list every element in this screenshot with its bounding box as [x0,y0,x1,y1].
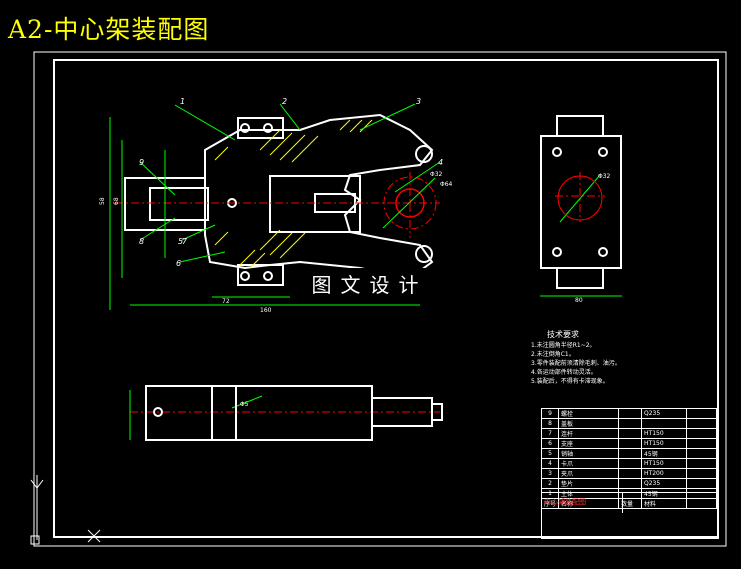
leader-label-1: 1 [180,97,185,106]
tech-item: 2.未注倒角C1。 [531,351,575,358]
dim-d2: Φ64 [440,181,453,188]
side-bore [557,175,603,221]
leader-label-6: 6 [176,259,181,268]
watermark: 图文设计 [297,268,442,302]
leader-label-5: 5 [178,237,183,246]
dim-height-left2: 68 [113,197,120,205]
title-block-name: 中心架装配图 [544,498,586,506]
side-view [540,115,622,289]
center-lines [115,172,605,413]
tech-item: 5.装配后，不得有卡滞现象。 [531,378,609,385]
leader-label-2: 2 [282,97,287,106]
leader-label-7: 7 [182,237,188,246]
leader-label-4: 4 [438,158,443,167]
plan-view [145,385,443,441]
tech-requirements: 技术要求 1.未注圆角半径R1~2。 2.未注倒角C1。 3.零件装配前须清除毛… [531,330,621,386]
dim-side-width: 80 [575,297,583,304]
drawing-title: A2-中心架装配图 [8,15,210,44]
dimension-lines [109,103,622,440]
labels: 1 2 3 4 5 6 7 8 9 [139,97,443,268]
bottom-bracket [237,264,284,286]
section-hatch [214,119,373,269]
front-view [124,113,434,286]
inner-frame [53,59,719,538]
tech-item: 1.未注圆角半径R1~2。 [531,342,596,349]
top-bracket [237,117,284,139]
tech-heading: 技术要求 [547,330,579,339]
dim-bottom: Φ5 [240,401,249,408]
dim-texts: Φ32 Φ64 Φ32 160 72 80 58 68 Φ5 [99,171,611,408]
ucs-icon [30,475,101,545]
table-header-row: 序号名称数量材料 [540,498,717,509]
title-block: 中心架装配图 [541,492,719,539]
main-body [204,113,434,280]
title-block-cells [622,493,718,513]
leader-label-3: 3 [416,97,421,106]
leader-label-9: 9 [139,158,144,167]
tech-item: 4.各运动部件转动灵活。 [531,369,597,376]
leader-label-8: 8 [139,237,144,246]
dim-width-total: 160 [260,307,272,314]
tech-item: 3.零件装配前须清除毛刺、油污。 [531,360,621,367]
dim-d3: Φ32 [598,173,611,180]
outer-frame [33,51,727,547]
dim-height-left: 58 [99,197,106,205]
dim-d1: Φ32 [430,171,443,178]
dim-sub-width: 72 [222,298,230,305]
